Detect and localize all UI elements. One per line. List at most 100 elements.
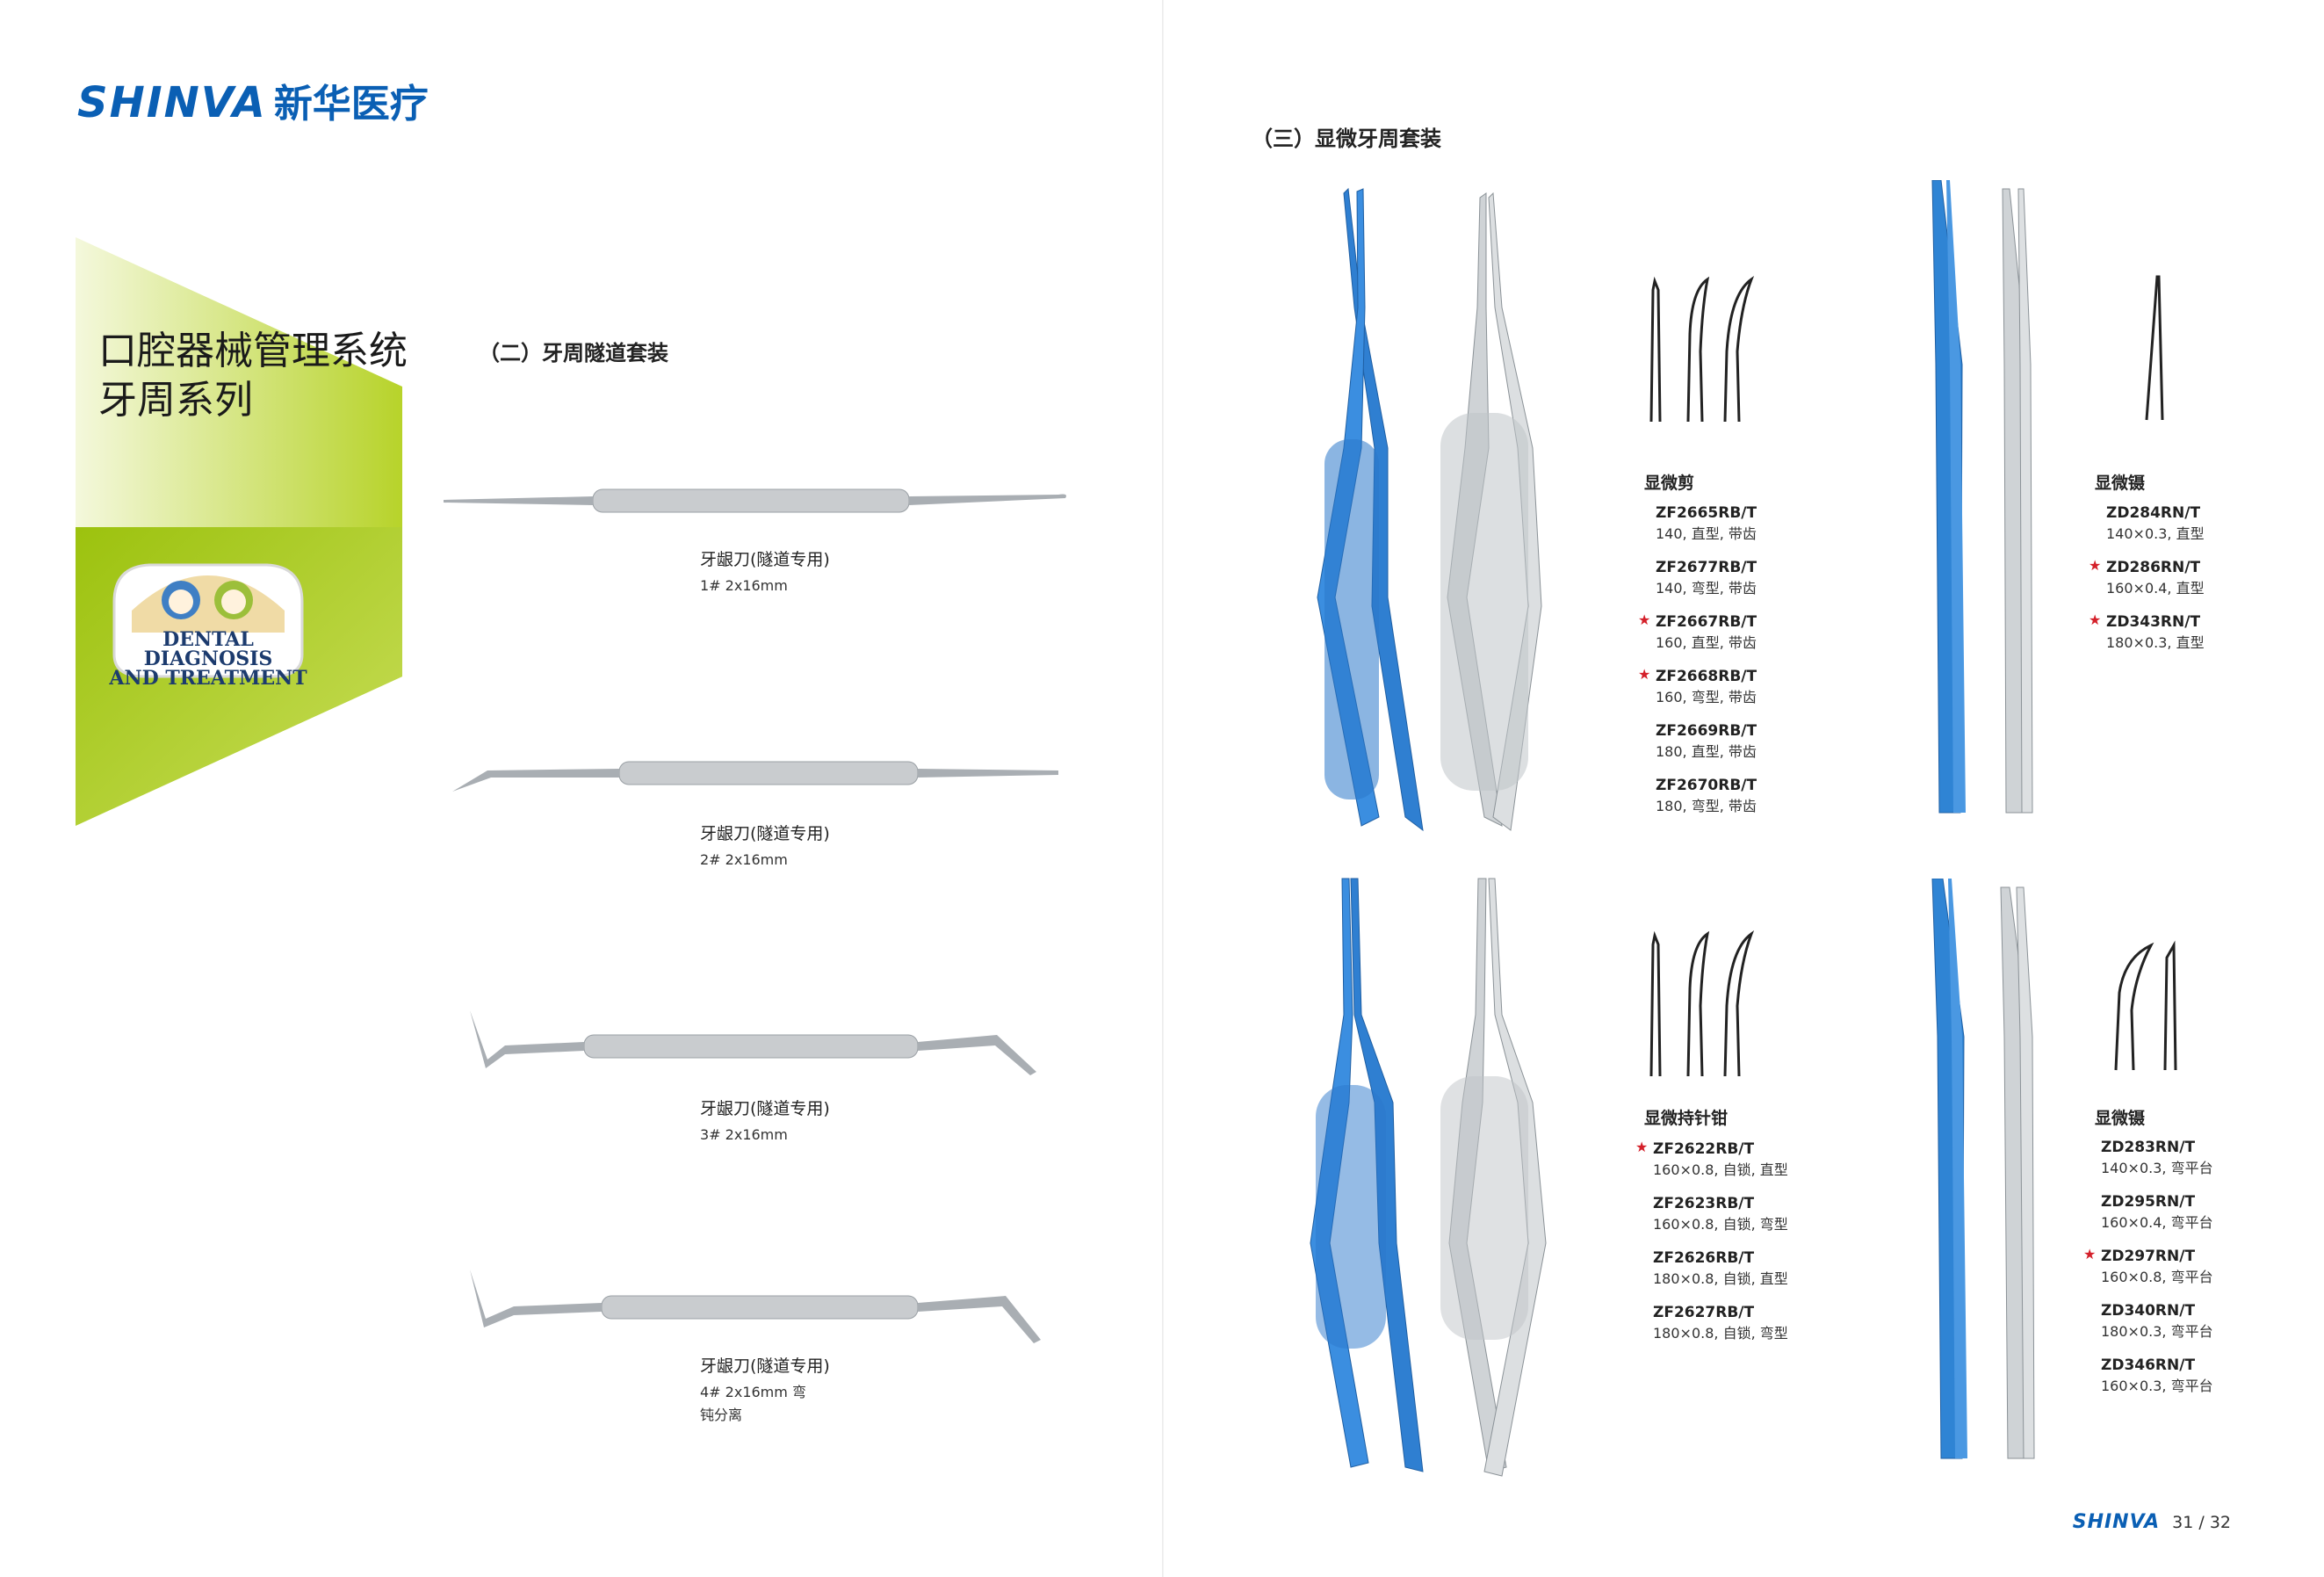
- spec-desc: 160, 直型, 带齿: [1656, 634, 1757, 651]
- spec-desc: 180, 直型, 带齿: [1656, 743, 1757, 760]
- item-name: 牙龈刀(隧道专用): [700, 1356, 830, 1376]
- page-footer: SHINVA 31 / 32: [2073, 1511, 2231, 1533]
- spec-code: ZD295RN/T: [2101, 1193, 2196, 1211]
- spec-code: ZF2626RB/T: [1653, 1249, 1755, 1267]
- spec-item: ZF2670RB/T 180, 弯型, 带齿: [1656, 775, 1757, 817]
- spec-code: ZD343RN/T: [2106, 613, 2201, 631]
- spec-code: ZD286RN/T: [2106, 559, 2201, 576]
- star-icon: ★: [1638, 611, 1651, 628]
- spec-code: ZF2670RB/T: [1656, 777, 1757, 794]
- star-icon: ★: [2089, 557, 2102, 574]
- spec-code: ZD346RN/T: [2101, 1356, 2196, 1374]
- spec-item: ZF2626RB/T 180×0.8, 自锁, 直型: [1653, 1248, 1788, 1290]
- needle-holder-spec-list: ★ ZF2622RB/T 160×0.8, 自锁, 直型 ZF2623RB/T …: [1635, 1139, 1788, 1356]
- star-icon: ★: [2089, 611, 2102, 628]
- group-name: 显微持针钳: [1644, 1109, 1729, 1128]
- spec-code: ZD340RN/T: [2101, 1302, 2196, 1320]
- spec-code: ZF2623RB/T: [1653, 1195, 1755, 1212]
- page-spread-divider: [1162, 0, 1164, 1577]
- gingival-knife-image: [452, 761, 1058, 792]
- spec-item: ZD340RN/T 180×0.3, 弯平台: [2101, 1300, 2213, 1342]
- tip-profile-icon: [1649, 930, 1755, 1076]
- spec-item: ZF2665RB/T 140, 直型, 带齿: [1656, 503, 1757, 545]
- spec-desc: 180×0.8, 自锁, 弯型: [1653, 1325, 1788, 1342]
- spec-desc: 160×0.3, 弯平台: [2101, 1378, 2213, 1394]
- right-section-title: （三）显微牙周套装: [1252, 127, 1441, 151]
- needle-holder-image: [1310, 878, 1547, 1477]
- tip-profile-icon: [1649, 275, 1755, 422]
- gingival-knife-image: [470, 1270, 1041, 1343]
- spec-desc: 140×0.3, 弯平台: [2101, 1160, 2213, 1176]
- spec-code: ZF2677RB/T: [1656, 559, 1757, 576]
- spec-item: ZF2669RB/T 180, 直型, 带齿: [1656, 720, 1757, 763]
- micro-forceps-image: [1931, 879, 2035, 1459]
- spec-item: ZF2627RB/T 180×0.8, 自锁, 弯型: [1653, 1302, 1788, 1344]
- spec-item: ZF2677RB/T 140, 弯型, 带齿: [1656, 557, 1757, 599]
- star-icon: ★: [2083, 1246, 2097, 1262]
- spec-desc: 140, 直型, 带齿: [1656, 525, 1757, 542]
- spec-item: ★ ZD343RN/T 180×0.3, 直型: [2089, 611, 2205, 654]
- micro-forceps-platform-spec-list: ZD283RN/T 140×0.3, 弯平台 ZD295RN/T 160×0.4…: [2083, 1137, 2213, 1409]
- brand-logo: SHINVA 新华医疗: [77, 72, 429, 128]
- item-spec: 3# 2x16mm: [700, 1126, 788, 1143]
- micro-scissors-spec-list: ZF2665RB/T 140, 直型, 带齿 ZF2677RB/T 140, 弯…: [1638, 503, 1757, 829]
- gingival-knife-image: [470, 1010, 1036, 1075]
- tip-profile-icon: [2114, 940, 2177, 1071]
- spec-desc: 160×0.8, 自锁, 直型: [1653, 1161, 1788, 1178]
- item-spec: 2# 2x16mm: [700, 851, 788, 868]
- micro-scissors-image: [1317, 187, 1542, 832]
- spec-code: ZF2622RB/T: [1653, 1140, 1755, 1158]
- spec-desc: 140×0.3, 直型: [2106, 525, 2205, 542]
- spec-code: ZD283RN/T: [2101, 1139, 2196, 1156]
- spec-desc: 180, 弯型, 带齿: [1656, 798, 1757, 814]
- star-icon: ★: [1638, 666, 1651, 683]
- spec-item: ★ ZD286RN/T 160×0.4, 直型: [2089, 557, 2205, 599]
- spec-desc: 160×0.8, 弯平台: [2101, 1269, 2213, 1285]
- spec-item: ZD284RN/T 140×0.3, 直型: [2106, 503, 2205, 545]
- badge-text-line2: AND TREATMENT: [109, 667, 307, 690]
- page-number: 31 / 32: [2172, 1512, 2231, 1532]
- group-name: 显微镊: [2095, 474, 2146, 493]
- spec-desc: 160, 弯型, 带齿: [1656, 689, 1757, 705]
- dental-badge: DENTAL DIAGNOSIS AND TREATMENT: [97, 549, 320, 688]
- spec-code: ZF2665RB/T: [1656, 504, 1757, 522]
- gingival-knife-image: [444, 488, 1066, 513]
- spec-item: ★ ZF2667RB/T 160, 直型, 带齿: [1638, 611, 1757, 654]
- spec-item: ZD283RN/T 140×0.3, 弯平台: [2101, 1137, 2213, 1179]
- spec-item: ZF2623RB/T 160×0.8, 自锁, 弯型: [1653, 1193, 1788, 1235]
- brand-logo-en: SHINVA: [77, 78, 267, 127]
- footer-logo: SHINVA: [2072, 1511, 2161, 1533]
- item-spec: 4# 2x16mm 弯: [700, 1384, 806, 1400]
- spec-desc: 180×0.8, 自锁, 直型: [1653, 1270, 1788, 1287]
- banner-title-line2: 牙周系列: [98, 378, 253, 423]
- spec-item: ZD295RN/T 160×0.4, 弯平台: [2101, 1191, 2213, 1233]
- left-section-title: （二）牙周隧道套装: [479, 341, 668, 365]
- spec-desc: 160×0.4, 弯平台: [2101, 1214, 2213, 1231]
- badge-text-line1: DENTAL DIAGNOSIS: [143, 628, 273, 670]
- item-name: 牙龈刀(隧道专用): [700, 550, 830, 569]
- brand-logo-cn: 新华医疗: [273, 82, 429, 127]
- spec-code: ZD297RN/T: [2101, 1248, 2196, 1265]
- spec-code: ZF2669RB/T: [1656, 722, 1757, 740]
- spec-code: ZD284RN/T: [2106, 504, 2201, 522]
- series-banner: [76, 237, 402, 826]
- spec-item: ★ ZF2668RB/T 160, 弯型, 带齿: [1638, 666, 1757, 708]
- dental-badge-shape: [112, 563, 304, 678]
- banner-title: 口腔器械管理系统 牙周系列: [98, 327, 408, 425]
- item-name: 牙龈刀(隧道专用): [700, 1099, 830, 1118]
- item-spec: 1# 2x16mm: [700, 577, 788, 594]
- spec-code: ZF2667RB/T: [1656, 613, 1757, 631]
- spec-code: ZF2668RB/T: [1656, 668, 1757, 685]
- tip-profile-icon: [2145, 275, 2164, 421]
- group-name: 显微剪: [1644, 474, 1695, 493]
- spec-item: ★ ZD297RN/T 160×0.8, 弯平台: [2083, 1246, 2213, 1288]
- spec-desc: 160×0.4, 直型: [2106, 580, 2205, 597]
- spec-desc: 180×0.3, 直型: [2106, 634, 2205, 651]
- spec-desc: 140, 弯型, 带齿: [1656, 580, 1757, 597]
- item-spec-note: 钝分离: [700, 1407, 743, 1423]
- spec-item: ★ ZF2622RB/T 160×0.8, 自锁, 直型: [1635, 1139, 1788, 1181]
- star-icon: ★: [1635, 1139, 1649, 1155]
- spec-desc: 180×0.3, 弯平台: [2101, 1323, 2213, 1340]
- banner-title-line1: 口腔器械管理系统: [98, 329, 408, 373]
- micro-forceps-spec-list: ZD284RN/T 140×0.3, 直型 ★ ZD286RN/T 160×0.…: [2089, 503, 2205, 666]
